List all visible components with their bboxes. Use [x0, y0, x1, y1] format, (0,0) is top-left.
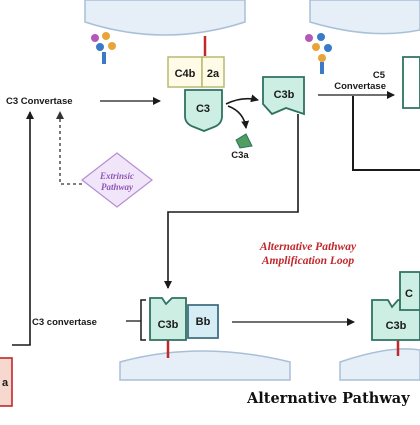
c3b-top-label: C3b [274, 89, 295, 101]
glycan-antigen-icon [305, 33, 332, 74]
amplification-title-line2: Amplification Loop [261, 255, 355, 267]
c3-convertase-bottom-label: C3 convertase [32, 317, 97, 328]
c3b-top-box [262, 76, 305, 116]
membrane-top-left [84, 0, 246, 36]
c3b-right-label: C3b [386, 320, 407, 332]
c3-box [184, 89, 223, 132]
footer-title: Alternative Pathway [246, 390, 410, 407]
partial-left-label: a [2, 377, 9, 389]
cycle-connector [12, 111, 34, 346]
bb-box [187, 304, 219, 339]
c3-label: C3 [196, 103, 210, 115]
amplification-arrow [164, 114, 299, 289]
c3a-label: C3a [231, 150, 249, 161]
two-a-label: 2a [207, 68, 220, 80]
connector-line [352, 96, 420, 171]
c3-convertase-top-label: C3 Convertase [6, 96, 73, 107]
membrane-top-right [309, 0, 420, 35]
c3b-bottom-label: C3b [158, 319, 179, 331]
partial-left-box [0, 357, 13, 407]
c4b-box [167, 56, 203, 88]
dashed-arrow [56, 111, 82, 185]
arrow-icon [225, 94, 259, 105]
c5-convertase-label: Convertase [334, 81, 386, 92]
membrane-bottom-right [339, 348, 420, 381]
amplification-title-line1: Alternative Pathway [259, 241, 357, 253]
c-right-label: C [405, 288, 413, 300]
c3a-fragment [235, 133, 253, 149]
c4b-label: C4b [175, 68, 196, 80]
two-a-box [201, 56, 225, 88]
c-right-box [399, 271, 420, 311]
c5-partial-box [402, 56, 420, 109]
membrane-bottom-middle [119, 350, 291, 381]
bracket [140, 299, 146, 341]
extrinsic-label-line2: Pathway [101, 182, 134, 192]
extrinsic-pathway-diamond [81, 152, 153, 208]
bb-label: Bb [196, 316, 211, 328]
glycan-antigen-icon [91, 32, 116, 64]
arrow-icon [227, 105, 250, 129]
extrinsic-label-line1: Extrinsic [99, 171, 134, 181]
c5-label: C5 [373, 70, 386, 81]
c3b-bottom-box [149, 297, 187, 341]
